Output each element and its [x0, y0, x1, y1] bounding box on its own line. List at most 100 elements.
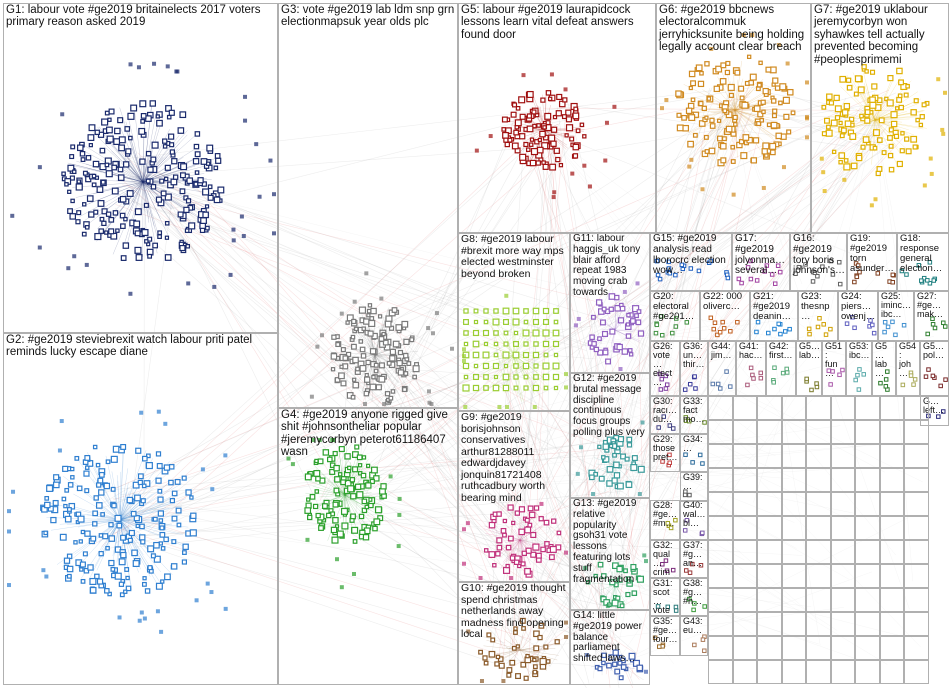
- node: [363, 390, 370, 397]
- node: [389, 355, 396, 362]
- edge: [520, 366, 587, 469]
- edge: [634, 83, 750, 560]
- node: [540, 97, 546, 103]
- mini-group-cell: [904, 540, 929, 564]
- node: [830, 119, 838, 127]
- node: [114, 127, 121, 135]
- node: [141, 455, 148, 462]
- node: [164, 164, 171, 171]
- node: [390, 389, 396, 394]
- node: [878, 117, 885, 124]
- node: [326, 456, 333, 463]
- node: [406, 361, 412, 367]
- edge: [393, 364, 504, 649]
- node: [338, 446, 345, 453]
- group-label-g41: G41: hac…: [739, 341, 763, 360]
- edge: [530, 131, 876, 652]
- edge: [126, 160, 361, 478]
- node: [344, 453, 351, 460]
- node: [331, 536, 339, 544]
- node: [551, 195, 556, 200]
- node: [370, 307, 377, 315]
- group-label-g19: G19: #ge2019 torn asunder…: [850, 233, 894, 274]
- node: [732, 114, 738, 121]
- node: [134, 494, 141, 502]
- node: [713, 85, 721, 93]
- mini-group-cell: [806, 636, 831, 660]
- node: [514, 119, 522, 127]
- node: [315, 475, 321, 482]
- edge: [513, 315, 818, 356]
- edge: [383, 92, 751, 328]
- edge: [637, 312, 643, 467]
- edge: [705, 99, 888, 140]
- edge: [533, 148, 645, 608]
- mini-group-cell: [806, 492, 831, 516]
- node: [139, 100, 147, 108]
- node: [403, 338, 410, 346]
- node: [188, 222, 196, 230]
- edge: [142, 181, 825, 493]
- group-panel-g30: G30: racı… du…: [650, 396, 680, 434]
- node: [873, 129, 880, 137]
- node: [519, 133, 526, 140]
- node: [855, 154, 863, 162]
- node: [842, 177, 847, 182]
- node: [928, 156, 933, 161]
- node: [834, 115, 841, 121]
- node: [76, 210, 82, 216]
- node: [783, 113, 790, 120]
- node: [96, 482, 102, 488]
- node: [214, 153, 221, 159]
- node: [352, 381, 360, 389]
- node: [184, 228, 190, 233]
- node: [706, 96, 712, 101]
- edge: [119, 138, 537, 518]
- node: [894, 106, 900, 111]
- node: [134, 208, 142, 216]
- node: [207, 194, 214, 201]
- node: [472, 329, 480, 337]
- node: [843, 158, 849, 163]
- node: [358, 306, 367, 314]
- node: [828, 100, 835, 106]
- node: [70, 198, 75, 204]
- node: [876, 166, 883, 172]
- node: [87, 134, 95, 142]
- edge: [331, 521, 547, 653]
- node: [787, 88, 794, 96]
- edge: [524, 610, 591, 662]
- edge: [506, 440, 605, 678]
- node: [64, 487, 70, 493]
- node: [915, 117, 920, 123]
- node: [689, 157, 694, 162]
- node: [81, 231, 87, 237]
- edge: [546, 104, 756, 534]
- node: [770, 121, 778, 129]
- edge: [151, 201, 640, 462]
- edge: [321, 141, 574, 498]
- node: [127, 112, 135, 120]
- edge: [511, 369, 634, 685]
- mini-group-cell: [830, 396, 855, 420]
- group-label-g22: G22: 000 oliverc…: [703, 291, 745, 312]
- node: [110, 455, 118, 463]
- node: [352, 299, 357, 304]
- node: [565, 109, 572, 116]
- edge: [345, 89, 890, 330]
- node: [155, 114, 160, 119]
- mini-group-cell: [781, 588, 806, 612]
- node: [231, 238, 236, 243]
- node: [547, 96, 553, 102]
- node: [94, 573, 100, 580]
- edge: [497, 128, 552, 665]
- node: [91, 182, 97, 188]
- node: [704, 61, 710, 67]
- node: [839, 75, 847, 83]
- node: [180, 172, 186, 179]
- node: [338, 372, 345, 380]
- node: [397, 496, 402, 501]
- node: [483, 319, 489, 325]
- edge: [589, 332, 603, 676]
- edge: [630, 119, 763, 679]
